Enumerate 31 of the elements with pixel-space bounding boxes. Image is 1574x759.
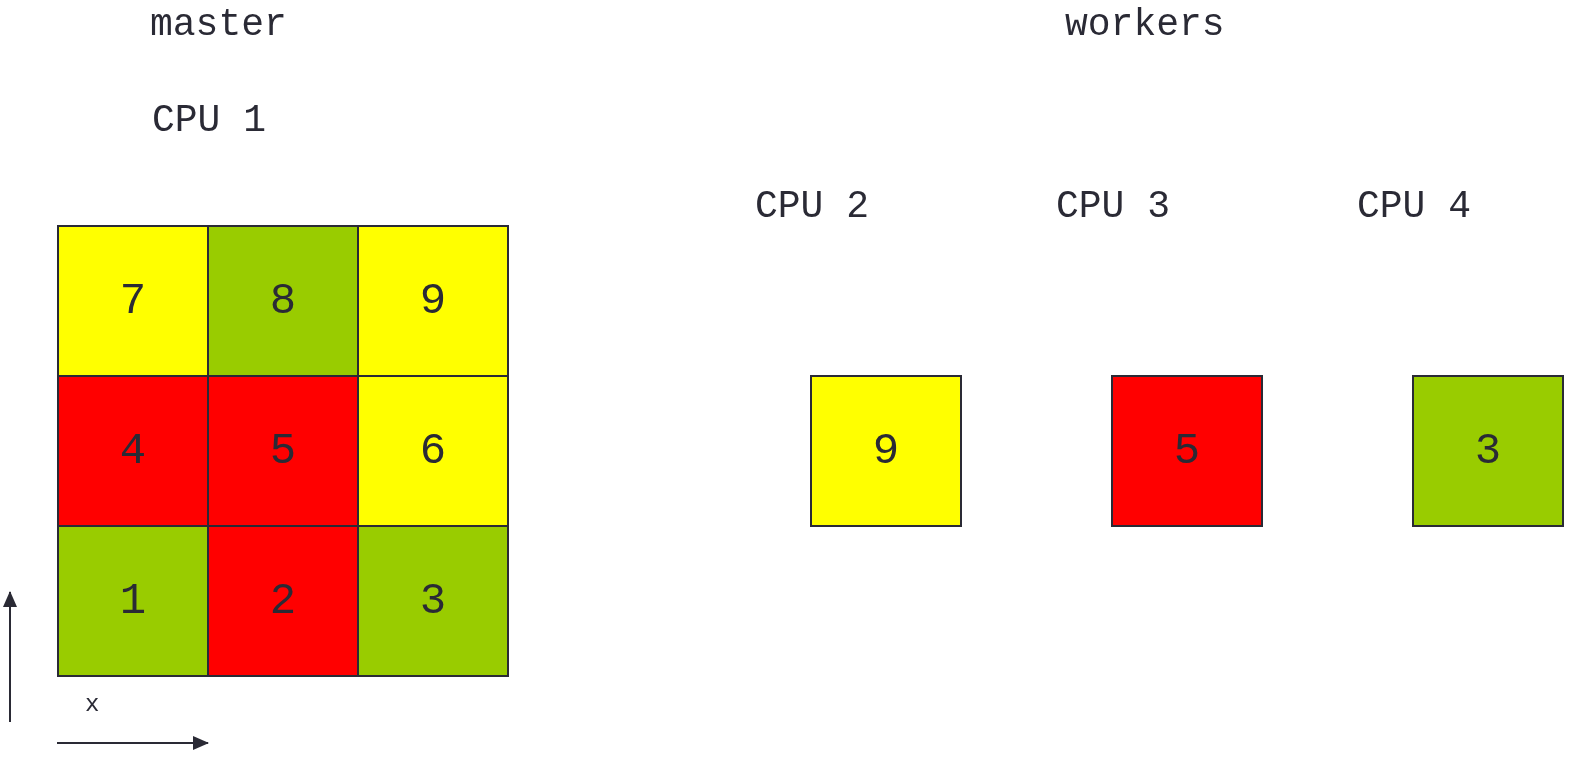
grid-cell — [1412, 375, 1564, 527]
processor-label: CPU 2 — [755, 188, 870, 226]
cell-number: 3 — [1474, 426, 1502, 476]
cell-number: 9 — [872, 426, 900, 476]
cell-number: 9 — [419, 276, 447, 326]
grid-cell — [357, 225, 509, 377]
cell-number: 5 — [1173, 426, 1201, 476]
processor-label: CPU 1 — [152, 102, 267, 140]
cell-number: 3 — [419, 576, 447, 626]
processor-label: CPU 4 — [1357, 188, 1472, 226]
cell-number: 6 — [419, 426, 447, 476]
grid-cell — [207, 225, 359, 377]
grid-cell — [1111, 375, 1263, 527]
cell-number: 4 — [119, 426, 147, 476]
grid-cell — [57, 525, 209, 677]
group-heading: workers — [1065, 6, 1225, 44]
grid-cell — [57, 375, 209, 527]
axis-label: x — [85, 693, 100, 717]
grid-cell — [207, 525, 359, 677]
cell-number: 8 — [269, 276, 297, 326]
grid-cell — [357, 525, 509, 677]
cell-number: 1 — [119, 576, 147, 626]
grid-cell — [357, 375, 509, 527]
group-heading: master — [150, 6, 287, 44]
cell-number: 5 — [269, 426, 297, 476]
grid-cell — [207, 375, 359, 527]
cell-number: 7 — [119, 276, 147, 326]
cell-number: 2 — [269, 576, 297, 626]
processor-label: CPU 3 — [1056, 188, 1171, 226]
grid-cell — [57, 225, 209, 377]
grid-cell — [810, 375, 962, 527]
